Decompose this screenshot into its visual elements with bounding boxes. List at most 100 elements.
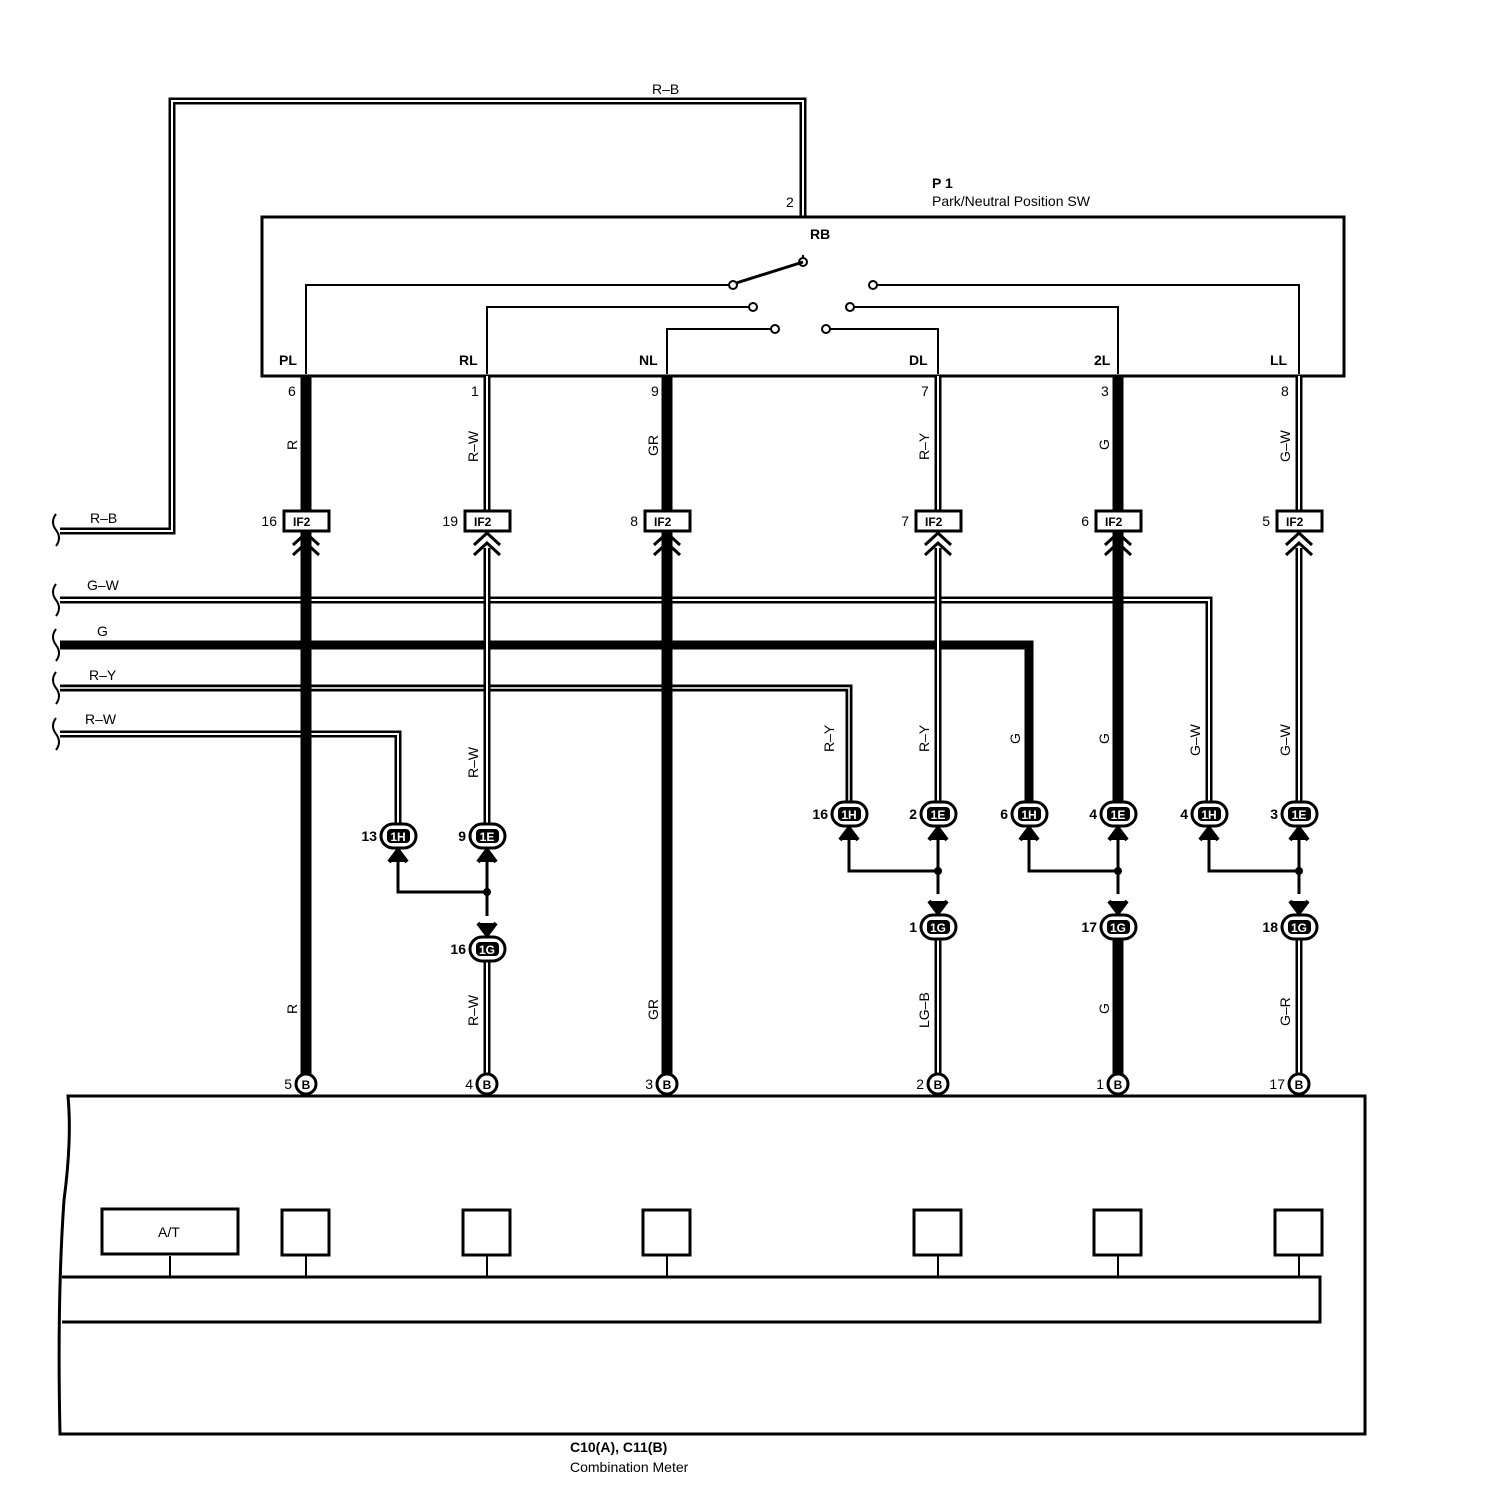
indicator-2 bbox=[1092, 1208, 1143, 1257]
if2-pin: 19 bbox=[442, 513, 458, 529]
if2-label: IF2 bbox=[925, 515, 943, 529]
switch-pin-2l: 3 bbox=[1101, 383, 1109, 399]
svg-text:B: B bbox=[302, 1078, 311, 1092]
svg-text:13: 13 bbox=[361, 828, 377, 844]
conn-1e-col2: 1E 9 bbox=[458, 822, 507, 864]
junction-links bbox=[396, 828, 1301, 916]
meter-indicators: A/T bbox=[100, 1207, 1324, 1277]
wire-color-labels: R R–W GR R–Y G G–W R–W R–Y G G–W R–Y G G… bbox=[284, 429, 1293, 1028]
svg-text:2: 2 bbox=[909, 806, 917, 822]
if2-label: IF2 bbox=[293, 515, 311, 529]
conn-1e-col4: 1E2 bbox=[909, 800, 958, 842]
svg-text:B: B bbox=[1114, 1078, 1123, 1092]
indicator-n bbox=[641, 1208, 692, 1257]
svg-text:9: 9 bbox=[458, 828, 466, 844]
wire-color-col2-upper: R–W bbox=[465, 430, 481, 462]
bus-color-gw: G–W bbox=[87, 577, 120, 593]
svg-text:1H: 1H bbox=[390, 830, 405, 844]
bus-wire-ry bbox=[60, 684, 853, 812]
if2-pin: 7 bbox=[901, 513, 909, 529]
svg-text:1E: 1E bbox=[480, 830, 495, 844]
svg-text:1: 1 bbox=[909, 919, 917, 935]
indicator-d bbox=[912, 1208, 963, 1257]
supply-wire-rb bbox=[60, 97, 807, 535]
wire-color-col4-lower: LG–B bbox=[916, 992, 932, 1028]
svg-text:17: 17 bbox=[1081, 919, 1097, 935]
svg-text:1E: 1E bbox=[1111, 808, 1126, 822]
terminal-2l: 2L bbox=[1094, 352, 1111, 368]
combination-meter-outline bbox=[57, 1094, 1367, 1436]
bus-color-rw: R–W bbox=[85, 711, 117, 727]
wire-color-col1-lower: R bbox=[284, 1004, 300, 1014]
meter-pin: B2 bbox=[916, 1072, 950, 1096]
terminal-pl: PL bbox=[279, 352, 297, 368]
svg-text:4: 4 bbox=[465, 1076, 473, 1092]
bus-color-ry: R–Y bbox=[89, 667, 117, 683]
conn-1h-rw: 1H 13 bbox=[361, 822, 418, 864]
svg-text:17: 17 bbox=[1269, 1076, 1285, 1092]
svg-text:B: B bbox=[663, 1078, 672, 1092]
wire-color-col6-upper: G–W bbox=[1277, 429, 1293, 462]
if2-pin: 16 bbox=[261, 513, 277, 529]
meter-ref: C10(A), C11(B) bbox=[570, 1439, 667, 1455]
wire-color-col5-upper: G bbox=[1096, 439, 1112, 450]
svg-text:1: 1 bbox=[1096, 1076, 1104, 1092]
bus-wire-gw bbox=[60, 596, 1213, 812]
wire-color-col3-lower: GR bbox=[645, 999, 661, 1020]
terminal-ll: LL bbox=[1270, 352, 1288, 368]
indicator-p bbox=[280, 1208, 331, 1257]
terminal-nl: NL bbox=[639, 352, 658, 368]
wire-color-col5-mid: G bbox=[1096, 733, 1112, 744]
if2-label: IF2 bbox=[654, 515, 672, 529]
svg-text:1G: 1G bbox=[930, 921, 946, 935]
meter-pin: B 17 bbox=[1269, 1072, 1311, 1096]
indicator-l bbox=[1273, 1208, 1324, 1257]
meter-name: Combination Meter bbox=[570, 1459, 689, 1475]
conn-1h-g: 1H6 bbox=[1000, 800, 1049, 842]
switch-pin-ll: 8 bbox=[1281, 383, 1289, 399]
switch-common-terminal: RB bbox=[810, 226, 830, 242]
park-neutral-switch-box bbox=[260, 215, 1346, 378]
switch-contacts bbox=[305, 255, 1300, 374]
if2-label: IF2 bbox=[474, 515, 492, 529]
wire-color-col4-upper: R–Y bbox=[916, 432, 932, 460]
switch-pin-rl: 1 bbox=[471, 383, 479, 399]
svg-text:1E: 1E bbox=[1292, 808, 1307, 822]
switch-pin-nl: 9 bbox=[651, 383, 659, 399]
svg-text:1G: 1G bbox=[1291, 921, 1307, 935]
if2-connector: IF2 16 bbox=[261, 509, 331, 557]
if2-connector: IF2 7 bbox=[901, 509, 963, 557]
meter-pin: B3 bbox=[645, 1072, 679, 1096]
svg-text:B: B bbox=[1295, 1078, 1304, 1092]
terminal-dl: DL bbox=[909, 352, 928, 368]
if2-connector: IF2 6 bbox=[1081, 509, 1143, 557]
svg-text:16: 16 bbox=[812, 806, 828, 822]
if2-pin: 6 bbox=[1081, 513, 1089, 529]
at-indicator-box bbox=[100, 1207, 240, 1256]
switch-common-pin: 2 bbox=[786, 194, 794, 210]
conn-1h-gw: 1H4 bbox=[1180, 800, 1229, 842]
meter-pin: B1 bbox=[1096, 1072, 1130, 1096]
switch-name: Park/Neutral Position SW bbox=[932, 193, 1091, 209]
svg-text:1H: 1H bbox=[1201, 808, 1216, 822]
bus-color-g: G bbox=[97, 623, 108, 639]
svg-text:3: 3 bbox=[1270, 806, 1278, 822]
if2-pin: 5 bbox=[1262, 513, 1270, 529]
bus-wire-rw bbox=[60, 730, 402, 830]
wire-color-drop-gw: G–W bbox=[1187, 723, 1203, 756]
wire-color-col2-lower: R–W bbox=[465, 994, 481, 1026]
at-indicator-label: A/T bbox=[158, 1224, 180, 1240]
meter-pin: B5 bbox=[284, 1072, 318, 1096]
if2-label: IF2 bbox=[1105, 515, 1123, 529]
svg-text:1H: 1H bbox=[1021, 808, 1036, 822]
if2-connector: IF2 19 bbox=[442, 509, 512, 557]
svg-text:2: 2 bbox=[916, 1076, 924, 1092]
conn-1e-col5: 1E4 bbox=[1089, 800, 1138, 842]
conn-1g-col4: 1G 1 bbox=[909, 899, 958, 941]
